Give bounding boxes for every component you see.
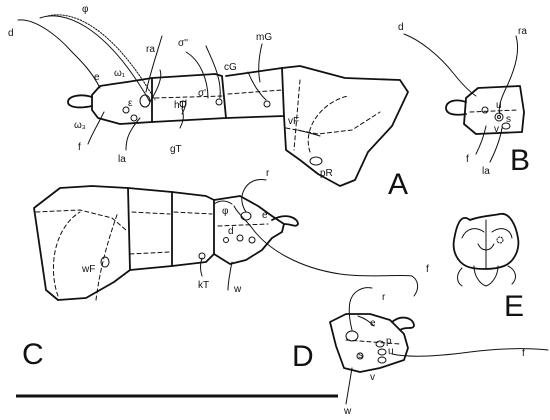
a-label-omega3: ω₃	[74, 120, 86, 131]
a-label-e: e	[94, 72, 100, 83]
a-label-vF: vF	[288, 116, 299, 127]
panel-e: E	[452, 213, 524, 323]
a-label-d: d	[8, 28, 14, 39]
b-label-f: f	[466, 154, 469, 165]
d-label-f: f	[522, 348, 525, 359]
d-label-r: r	[382, 292, 386, 303]
b-label-s: s	[506, 114, 511, 125]
a-label-sigma-p: σ'	[198, 88, 206, 99]
a-label-hT: hT	[174, 100, 186, 111]
c-panel-letter: C	[22, 338, 44, 371]
d-label-u: u	[388, 346, 394, 357]
c-label-r: r	[266, 168, 270, 179]
b-label-la: la	[482, 166, 490, 177]
a-label-la: la	[118, 154, 126, 165]
a-label-f: f	[78, 142, 81, 153]
b-panel-letter: B	[510, 144, 530, 177]
c-label-wF: wF	[81, 264, 95, 275]
d-label-p: p	[386, 336, 392, 347]
c-label-e: e	[262, 210, 268, 221]
b-label-v: v	[494, 124, 499, 135]
panel-b: d ra u s v f la B	[398, 22, 530, 177]
panel-d: r e p u s v f w D	[292, 287, 549, 417]
d-panel-letter: D	[292, 340, 314, 373]
a-label-mG: mG	[256, 32, 272, 43]
b-label-d: d	[398, 22, 404, 33]
b-label-u: u	[496, 100, 502, 111]
d-label-s: s	[358, 350, 363, 361]
a-label-pR: pR	[320, 168, 333, 179]
c-label-w: w	[233, 284, 242, 295]
panel-c: r φ e d f wF kT w C	[22, 168, 429, 371]
d-label-e: e	[370, 318, 376, 329]
c-label-f: f	[426, 264, 429, 275]
a-label-epsilon: ε	[128, 98, 133, 109]
a-label-gT: gT	[170, 144, 182, 155]
d-label-w: w	[343, 406, 352, 417]
b-label-ra: ra	[518, 26, 527, 37]
c-label-phi: φ	[222, 206, 229, 217]
a-label-phi: φ	[82, 4, 89, 15]
d-label-v: v	[370, 372, 375, 383]
panel-a: φ ra d e ω₁ ω₃ ε f la hT gT σ'' σ' cG mG…	[8, 4, 409, 201]
a-panel-letter: A	[388, 168, 408, 201]
c-label-d: d	[228, 226, 234, 237]
a-label-omega1: ω₁	[114, 68, 126, 79]
c-label-kT: kT	[198, 280, 209, 291]
a-label-ra: ra	[146, 44, 155, 55]
e-panel-letter: E	[504, 290, 524, 323]
a-label-cG: cG	[224, 62, 237, 73]
a-label-sigma-pp: σ''	[178, 38, 188, 49]
